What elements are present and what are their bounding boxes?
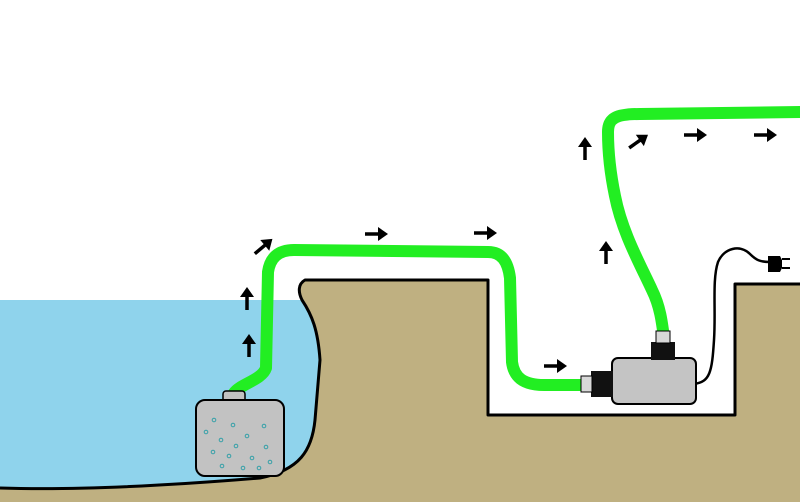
ground (0, 280, 800, 502)
ground-outline (0, 278, 800, 491)
arrow-right-icon (754, 128, 777, 142)
arrow-up-icon (599, 241, 613, 264)
arrow-right-icon (684, 128, 707, 142)
pump-inlet-fitting (580, 375, 593, 393)
suction-hose (228, 244, 588, 399)
bubble (219, 463, 225, 469)
submerged-filter (195, 390, 285, 477)
bubble (211, 417, 217, 423)
flow-arrows (240, 128, 777, 373)
bubble (226, 453, 232, 459)
return-hose (602, 106, 800, 344)
bubble (210, 449, 216, 455)
bubble (267, 459, 273, 465)
bubble (256, 465, 262, 471)
pump-body (611, 357, 697, 405)
bubble (249, 455, 255, 461)
bubble (203, 429, 209, 435)
bubble (244, 433, 250, 439)
arrow-up-right-icon (628, 134, 649, 150)
pump-outlet-fitting (655, 330, 671, 344)
filter-bubbles (203, 417, 273, 471)
bubble (261, 423, 267, 429)
arrow-up-icon (240, 287, 254, 310)
bubble (233, 443, 239, 449)
bubble (218, 437, 224, 443)
power-cord (692, 247, 772, 386)
arrow-right-icon (365, 227, 388, 241)
bubble (230, 422, 236, 428)
plug (768, 256, 790, 272)
arrow-right-icon (474, 226, 497, 240)
arrow-right-icon (544, 359, 567, 373)
pump-outlet-connector (651, 342, 675, 360)
bubble (263, 444, 269, 450)
arrow-up-right-icon (253, 238, 273, 256)
bubble (240, 465, 246, 471)
arrow-up-icon (578, 137, 592, 160)
pump-inlet-connector (591, 371, 613, 397)
pump (580, 330, 697, 405)
arrow-up-icon (242, 334, 256, 357)
